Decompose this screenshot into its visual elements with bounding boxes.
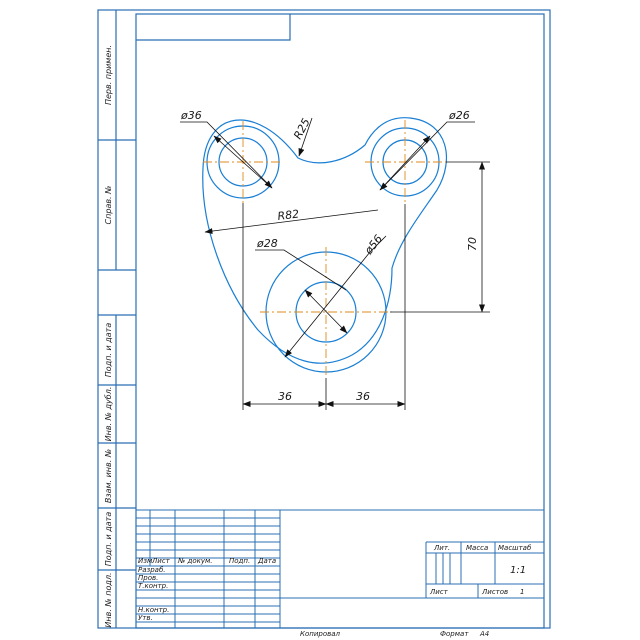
tb-lit: Лит. [433, 544, 450, 552]
dim-leader-top-right-dia [379, 121, 475, 191]
tb-format: Формат [440, 630, 469, 638]
tb-copied: Копировал [300, 630, 341, 638]
dim-leader-r25 [298, 117, 313, 157]
tb-scale-value: 1:1 [510, 565, 526, 576]
tb-sign: Подп. [229, 557, 250, 565]
dim-label-r82: R82 [277, 207, 300, 223]
outer-contour [202, 117, 448, 364]
tb-izm: Изм [138, 557, 153, 565]
side-strip-labels: Перв. примен. Справ. № Подп. и дата Инв.… [104, 45, 113, 628]
strip-label-sign-date-2: Подп. и дата [104, 512, 113, 567]
tb-format-value: А4 [479, 630, 489, 638]
dim-leader-top-left-dia [180, 121, 273, 189]
tb-sheet: Лист [429, 588, 449, 596]
dim-label-r25: R25 [291, 116, 313, 141]
dim-label-bottom-small-dia: ø28 [256, 237, 278, 250]
tb-mass: Масса [466, 544, 488, 552]
tb-list: Лист [151, 557, 171, 565]
dim-label-top-left-dia: ø36 [180, 109, 202, 122]
strip-label-dup-inv: Инв. № дубл. [104, 387, 113, 442]
dim-label-bottom-large-dia: ø56 [362, 233, 386, 258]
tb-sheets-value: 1 [520, 588, 524, 596]
tb-scale: Масштаб [498, 544, 532, 552]
tb-date: Дата [257, 557, 276, 565]
strip-label-sign-date: Подп. и дата [104, 323, 113, 378]
tb-role-tech-control: Т.контр. [138, 582, 168, 590]
tb-role-approved: Утв. [138, 614, 153, 622]
strip-label-original-inv: Инв. № подл. [104, 572, 113, 627]
tb-role-checker: Пров. [138, 574, 158, 582]
dim-label-36-right: 36 [356, 390, 370, 403]
dimension-lines [180, 117, 490, 410]
title-block [136, 509, 544, 628]
strip-label-reference-no: Справ. № [104, 186, 113, 225]
dim-leader-bottom-small-dia [255, 249, 347, 291]
top-corner-cell [136, 14, 291, 41]
outer-border [97, 9, 551, 629]
tb-role-norm-control: Н.контр. [138, 606, 169, 614]
part-outline [202, 117, 448, 373]
strip-label-first-use: Перв. примен. [104, 45, 113, 105]
dim-leader-bottom-large-dia [284, 235, 387, 358]
dim-label-70: 70 [466, 237, 479, 251]
strip-label-replace-inv: Взам. инв. № [104, 449, 113, 503]
dim-leader-r82 [204, 209, 379, 235]
tb-sheets: Листов [481, 588, 508, 596]
drawing-frame [97, 9, 551, 629]
inner-border [135, 13, 545, 629]
dimension-labels: ø36 ø26 R25 R82 ø28 ø56 70 36 36 [180, 109, 479, 403]
tb-role-developer: Разраб. [138, 566, 166, 574]
title-block-text: Изм Лист № докум. Подп. Дата Разраб. Про… [138, 544, 532, 638]
dim-label-36-left: 36 [278, 390, 292, 403]
tb-doc-no: № докум. [177, 557, 213, 565]
dim-label-top-right-dia: ø26 [448, 109, 470, 122]
